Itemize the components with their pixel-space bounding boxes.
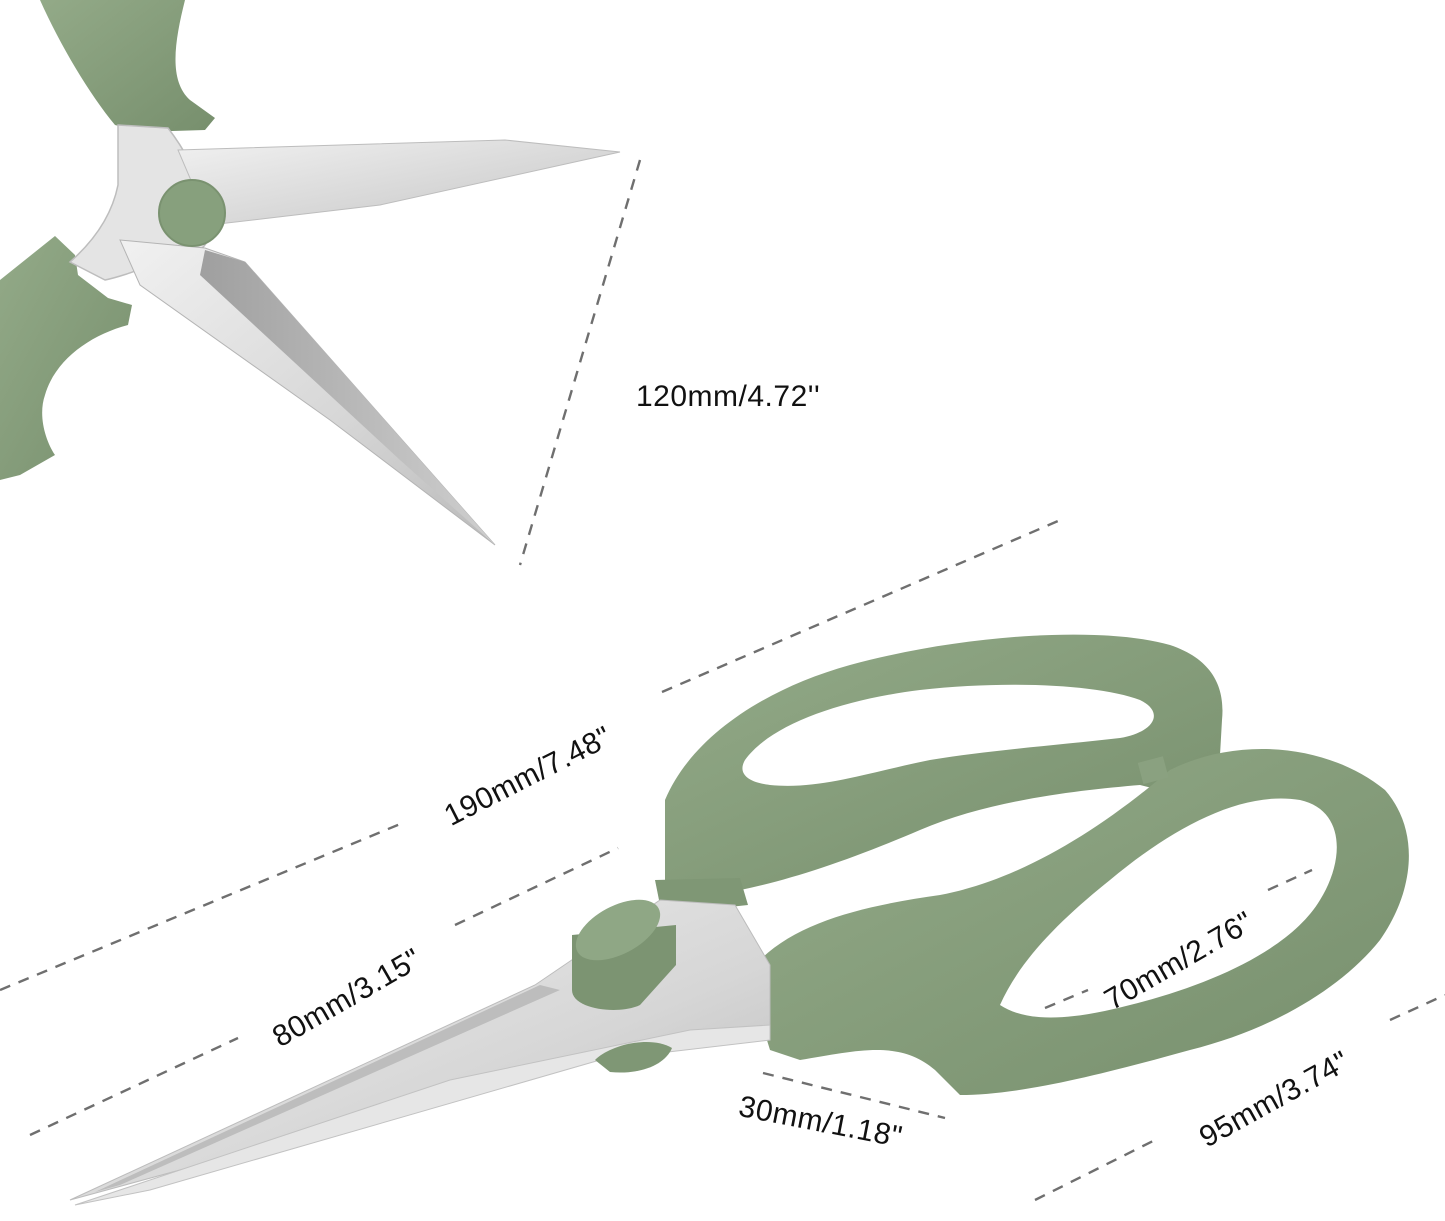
open-pivot-screw [158,179,226,247]
dim-line-handle-length-a [1034,1138,1156,1202]
closed-handle-stopper [1137,756,1169,785]
closed-handle-collar [655,878,748,908]
dim-line-total-length-a [661,516,1066,694]
dim-line-handle-loop-b [1267,868,1313,892]
closed-pivot-knob [572,899,676,1010]
closed-upper-handle-hole [742,684,1154,786]
closed-lower-handle-hole [1000,798,1337,1018]
open-lower-blade-bevel [200,250,495,545]
open-scissors [0,0,621,546]
closed-lower-pivot-cap [595,1041,672,1073]
dim-line-blade-length-a [454,846,619,927]
label-blade-opening: 120mm/4.72'' [636,380,821,413]
dim-line-blade-length-b [29,1036,239,1137]
open-lower-blade [119,239,496,546]
dim-line-blade-opening [518,159,642,566]
open-upper-handle [40,0,215,132]
dim-line-handle-length-b [1389,993,1445,1022]
closed-lower-blade [74,1024,771,1206]
open-upper-blade [177,139,621,226]
dim-line-handle-loop-a [1044,988,1089,1010]
closed-blade-groove [95,985,560,1192]
open-lower-handle [0,236,132,480]
closed-scissors [69,634,1409,1206]
dim-line-total-length-b [0,820,406,992]
